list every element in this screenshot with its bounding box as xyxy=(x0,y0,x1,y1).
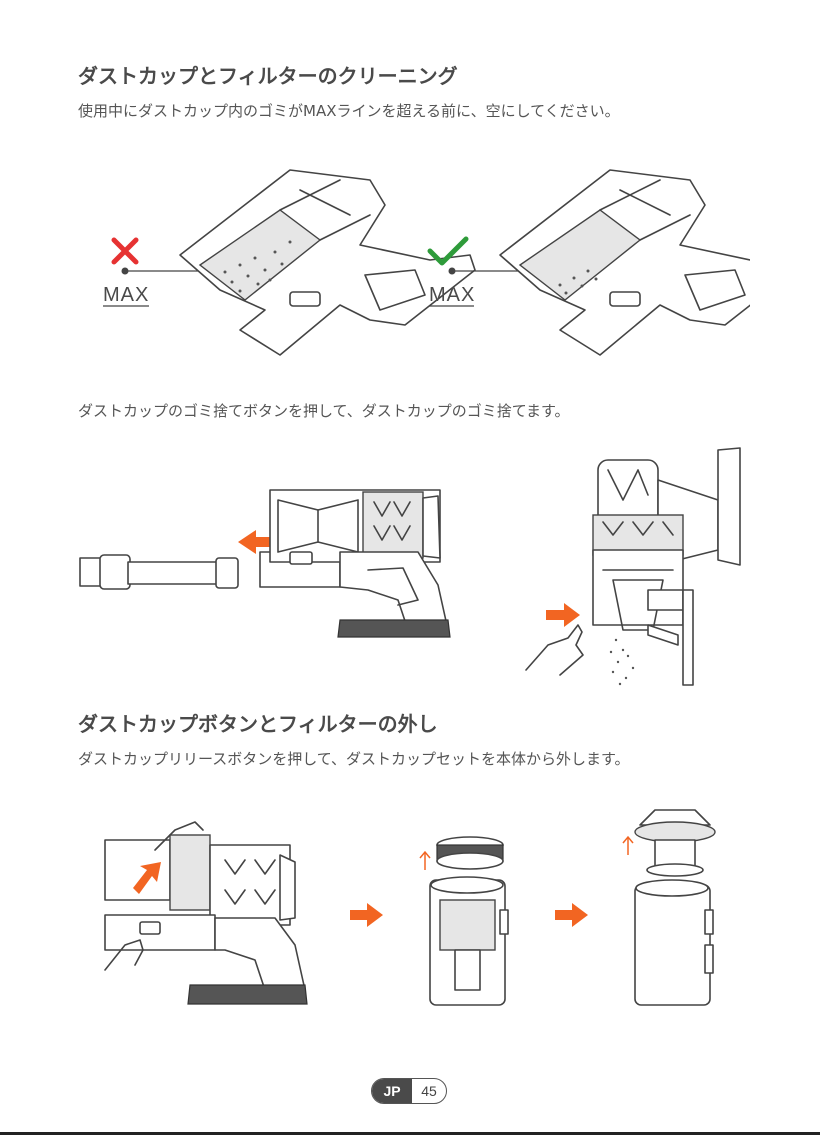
dust-level-figure: MAX MAX xyxy=(90,160,750,370)
page-number: 45 xyxy=(412,1079,446,1103)
overfilled-illustration: MAX xyxy=(103,170,475,355)
arrow-right-icon xyxy=(350,903,383,927)
max-label: MAX xyxy=(429,284,475,306)
section-description-removal: ダストカップリリースボタンを押して、ダストカップセットを本体から外します。 xyxy=(78,748,630,769)
step-description-empty: ダストカップのゴミ捨てボタンを押して、ダストカップのゴミ捨てます。 xyxy=(78,400,570,421)
correct-fill-illustration: MAX xyxy=(429,170,750,355)
section-description-cleaning: 使用中にダストカップ内のゴミがMAXラインを超える前に、空にしてください。 xyxy=(78,100,620,121)
section-title-removal: ダストカップボタンとフィルターの外し xyxy=(78,708,438,737)
max-label: MAX xyxy=(103,284,149,306)
cross-icon xyxy=(114,240,136,262)
language-code: JP xyxy=(372,1079,412,1103)
detach-dustcup-figure xyxy=(95,800,725,1020)
detach-tube-illustration xyxy=(80,490,450,637)
section-title-cleaning: ダストカップとフィルターのクリーニング xyxy=(78,60,458,89)
dustcup-and-filter-illustration xyxy=(420,837,508,1005)
arrow-right-icon xyxy=(546,603,580,627)
filter-removed-illustration xyxy=(623,810,715,1005)
release-dustcup-illustration xyxy=(105,822,307,1004)
arrow-left-icon xyxy=(238,530,273,554)
arrow-right-icon xyxy=(555,903,588,927)
empty-dustcup-illustration xyxy=(526,448,740,685)
page-number-badge: JP 45 xyxy=(371,1078,447,1104)
empty-dustcup-figure xyxy=(78,440,748,690)
